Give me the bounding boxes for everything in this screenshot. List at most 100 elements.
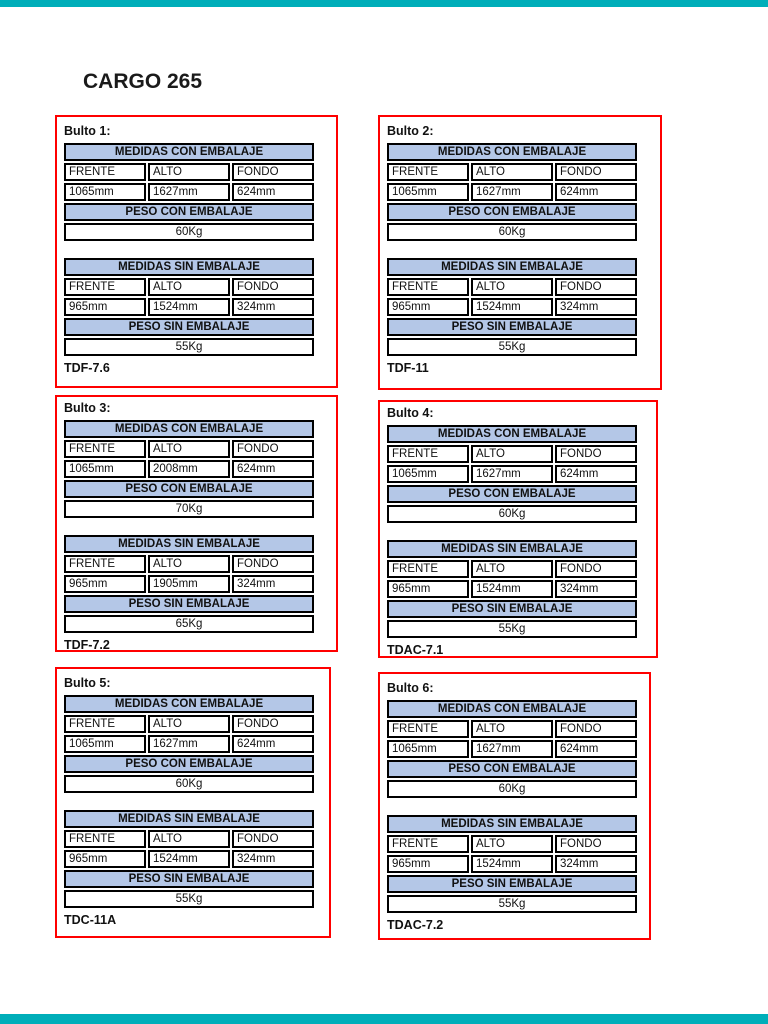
alto-col-header: ALTO xyxy=(148,163,230,181)
bulto-box-3: Bulto 3: MEDIDAS CON EMBALAJE FRENTE ALT… xyxy=(55,395,338,652)
bulto-5-medidas-sin-table: MEDIDAS SIN EMBALAJE FRENTE ALTO FONDO 9… xyxy=(62,808,316,910)
alto-col-header: ALTO xyxy=(471,278,553,296)
medidas-con-header: MEDIDAS CON EMBALAJE xyxy=(64,695,315,713)
bulto-box-2: Bulto 2: MEDIDAS CON EMBALAJE FRENTE ALT… xyxy=(378,115,662,390)
frente-col-header: FRENTE xyxy=(64,278,146,296)
peso-sin-header: PESO SIN EMBALAJE xyxy=(64,870,315,888)
bulto-4-medidas-con-table: MEDIDAS CON EMBALAJE FRENTE ALTO FONDO 1… xyxy=(385,423,639,525)
peso-con-header: PESO CON EMBALAJE xyxy=(64,203,315,221)
fondo-sin-value: 324mm xyxy=(232,850,315,868)
medidas-con-header: MEDIDAS CON EMBALAJE xyxy=(387,143,638,161)
peso-sin-value: 55Kg xyxy=(64,890,315,908)
medidas-con-header: MEDIDAS CON EMBALAJE xyxy=(387,700,638,718)
peso-sin-header: PESO SIN EMBALAJE xyxy=(64,595,315,613)
frente-con-value: 1065mm xyxy=(387,465,469,483)
peso-con-value: 60Kg xyxy=(64,223,315,241)
fondo-col-header: FONDO xyxy=(232,830,315,848)
bulto-4-medidas-sin-table: MEDIDAS SIN EMBALAJE FRENTE ALTO FONDO 9… xyxy=(385,538,639,640)
fondo-col-header: FONDO xyxy=(232,555,315,573)
peso-con-header: PESO CON EMBALAJE xyxy=(64,480,315,498)
fondo-col-header: FONDO xyxy=(555,560,638,578)
frente-col-header: FRENTE xyxy=(64,555,146,573)
frente-col-header: FRENTE xyxy=(387,560,469,578)
alto-con-value: 1627mm xyxy=(471,183,553,201)
alto-con-value: 1627mm xyxy=(471,740,553,758)
medidas-sin-header: MEDIDAS SIN EMBALAJE xyxy=(64,258,315,276)
bulto-3-medidas-sin-table: MEDIDAS SIN EMBALAJE FRENTE ALTO FONDO 9… xyxy=(62,533,316,635)
alto-con-value: 1627mm xyxy=(471,465,553,483)
medidas-con-header: MEDIDAS CON EMBALAJE xyxy=(64,143,315,161)
alto-con-value: 1627mm xyxy=(148,183,230,201)
bulto-5-medidas-con-table: MEDIDAS CON EMBALAJE FRENTE ALTO FONDO 1… xyxy=(62,693,316,795)
alto-sin-value: 1524mm xyxy=(471,298,553,316)
fondo-col-header: FONDO xyxy=(555,835,638,853)
frente-con-value: 1065mm xyxy=(64,460,146,478)
alto-col-header: ALTO xyxy=(148,278,230,296)
peso-sin-value: 55Kg xyxy=(387,895,638,913)
alto-sin-value: 1524mm xyxy=(148,298,230,316)
bulto-5-code: TDC-11A xyxy=(64,913,117,927)
frente-col-header: FRENTE xyxy=(387,720,469,738)
fondo-sin-value: 324mm xyxy=(555,580,638,598)
peso-sin-value: 55Kg xyxy=(387,620,638,638)
fondo-con-value: 624mm xyxy=(232,735,315,753)
viewer-top-edge-bar xyxy=(0,0,768,7)
peso-con-value: 60Kg xyxy=(387,780,638,798)
bulto-3-code: TDF-7.2 xyxy=(64,638,110,652)
bulto-4-code: TDAC-7.1 xyxy=(387,643,444,657)
page-title: CARGO 265 xyxy=(83,70,203,93)
fondo-con-value: 624mm xyxy=(555,183,638,201)
frente-con-value: 1065mm xyxy=(387,183,469,201)
fondo-sin-value: 324mm xyxy=(555,855,638,873)
frente-col-header: FRENTE xyxy=(387,445,469,463)
fondo-con-value: 624mm xyxy=(232,183,315,201)
medidas-sin-header: MEDIDAS SIN EMBALAJE xyxy=(64,535,315,553)
medidas-sin-header: MEDIDAS SIN EMBALAJE xyxy=(387,258,638,276)
fondo-col-header: FONDO xyxy=(232,715,315,733)
bulto-box-5: Bulto 5: MEDIDAS CON EMBALAJE FRENTE ALT… xyxy=(55,667,331,938)
bulto-6-medidas-con-table: MEDIDAS CON EMBALAJE FRENTE ALTO FONDO 1… xyxy=(385,698,639,800)
alto-col-header: ALTO xyxy=(471,445,553,463)
frente-sin-value: 965mm xyxy=(387,298,469,316)
alto-sin-value: 1524mm xyxy=(471,580,553,598)
fondo-sin-value: 324mm xyxy=(555,298,638,316)
peso-sin-value: 55Kg xyxy=(387,338,638,356)
frente-col-header: FRENTE xyxy=(64,830,146,848)
bulto-6-title: Bulto 6: xyxy=(387,681,434,695)
peso-sin-value: 65Kg xyxy=(64,615,315,633)
fondo-sin-value: 324mm xyxy=(232,298,315,316)
alto-col-header: ALTO xyxy=(471,720,553,738)
medidas-sin-header: MEDIDAS SIN EMBALAJE xyxy=(387,815,638,833)
fondo-col-header: FONDO xyxy=(232,163,315,181)
fondo-col-header: FONDO xyxy=(555,163,638,181)
bulto-2-code: TDF-11 xyxy=(387,361,429,375)
viewer-bottom-edge-bar xyxy=(0,1014,768,1024)
alto-sin-value: 1524mm xyxy=(471,855,553,873)
frente-col-header: FRENTE xyxy=(64,715,146,733)
alto-col-header: ALTO xyxy=(471,835,553,853)
alto-col-header: ALTO xyxy=(471,560,553,578)
peso-sin-value: 55Kg xyxy=(64,338,315,356)
frente-col-header: FRENTE xyxy=(64,163,146,181)
frente-sin-value: 965mm xyxy=(387,855,469,873)
peso-sin-header: PESO SIN EMBALAJE xyxy=(387,600,638,618)
frente-sin-value: 965mm xyxy=(64,850,146,868)
peso-sin-header: PESO SIN EMBALAJE xyxy=(64,318,315,336)
peso-sin-header: PESO SIN EMBALAJE xyxy=(387,875,638,893)
fondo-con-value: 624mm xyxy=(555,465,638,483)
peso-con-value: 70Kg xyxy=(64,500,315,518)
medidas-sin-header: MEDIDAS SIN EMBALAJE xyxy=(387,540,638,558)
frente-col-header: FRENTE xyxy=(387,835,469,853)
alto-con-value: 2008mm xyxy=(148,460,230,478)
peso-con-header: PESO CON EMBALAJE xyxy=(387,760,638,778)
alto-col-header: ALTO xyxy=(148,715,230,733)
fondo-col-header: FONDO xyxy=(232,278,315,296)
bulto-5-title: Bulto 5: xyxy=(64,676,111,690)
peso-con-header: PESO CON EMBALAJE xyxy=(387,203,638,221)
fondo-col-header: FONDO xyxy=(555,720,638,738)
bulto-3-medidas-con-table: MEDIDAS CON EMBALAJE FRENTE ALTO FONDO 1… xyxy=(62,418,316,520)
bulto-2-title: Bulto 2: xyxy=(387,124,434,138)
medidas-con-header: MEDIDAS CON EMBALAJE xyxy=(64,420,315,438)
medidas-sin-header: MEDIDAS SIN EMBALAJE xyxy=(64,810,315,828)
medidas-con-header: MEDIDAS CON EMBALAJE xyxy=(387,425,638,443)
